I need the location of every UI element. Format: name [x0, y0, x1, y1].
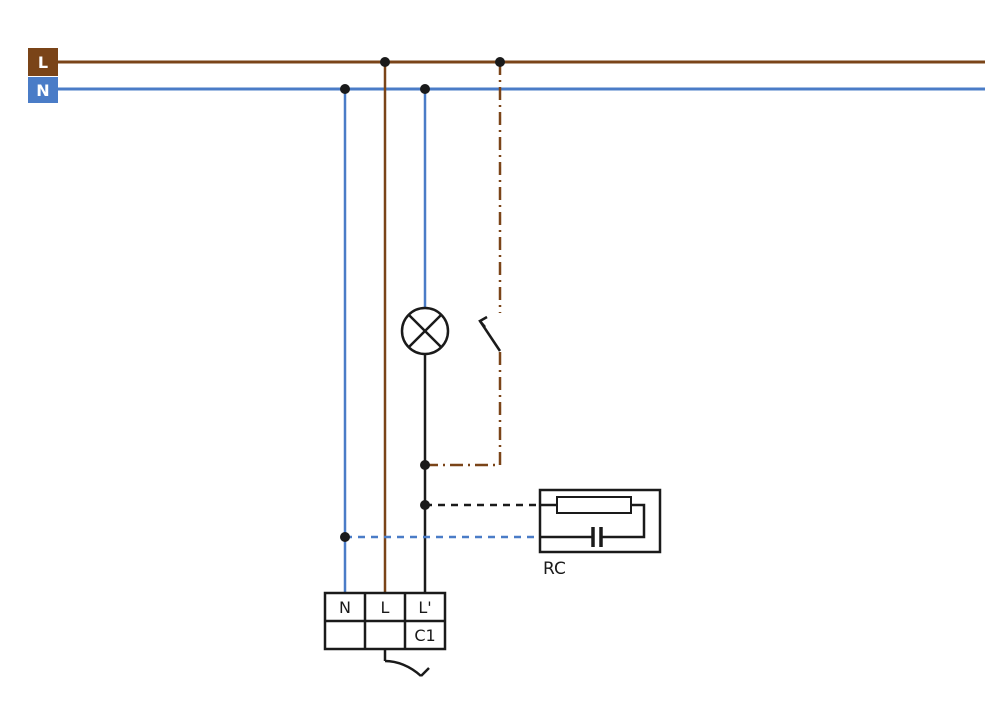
mechanical-link: [425, 62, 502, 467]
capacitor-symbol: [591, 527, 603, 547]
terminal-n-label: N: [339, 598, 351, 617]
mechanical-link-lower: [425, 352, 502, 467]
junction-dot: [420, 84, 430, 94]
neutral-label: N: [36, 81, 49, 100]
internal-contact-symbol: [383, 649, 430, 677]
rc-internal-wire: [601, 503, 646, 539]
terminal-l-switched-label: L': [418, 598, 431, 617]
terminal-c1-label: C1: [414, 626, 435, 645]
resistor-symbol: [556, 496, 632, 514]
terminal-block: N L L' C1: [323, 591, 447, 651]
junction-dot: [420, 500, 430, 510]
lamp-symbol: [400, 306, 450, 356]
rc-module: RC: [538, 488, 662, 579]
junction-dots: [340, 57, 505, 542]
terminal-l-label: L: [381, 598, 390, 617]
internal-contact-blade: [384, 659, 422, 677]
live-label: L: [38, 53, 48, 72]
junction-dot: [340, 84, 350, 94]
neutral-bus: N: [28, 77, 985, 103]
neutral-label-box: [28, 77, 58, 103]
rc-label: RC: [543, 559, 566, 579]
switch-contact-symbol: [478, 315, 502, 352]
lamp-cross-line: [407, 313, 443, 349]
switch-blade-hook: [478, 315, 488, 328]
junction-dot: [380, 57, 390, 67]
junction-dot: [420, 460, 430, 470]
junction-dot: [495, 57, 505, 67]
junction-dot: [340, 532, 350, 542]
live-bus: L: [28, 48, 985, 76]
internal-contact-hook: [420, 667, 430, 677]
live-label-box: [28, 48, 58, 76]
